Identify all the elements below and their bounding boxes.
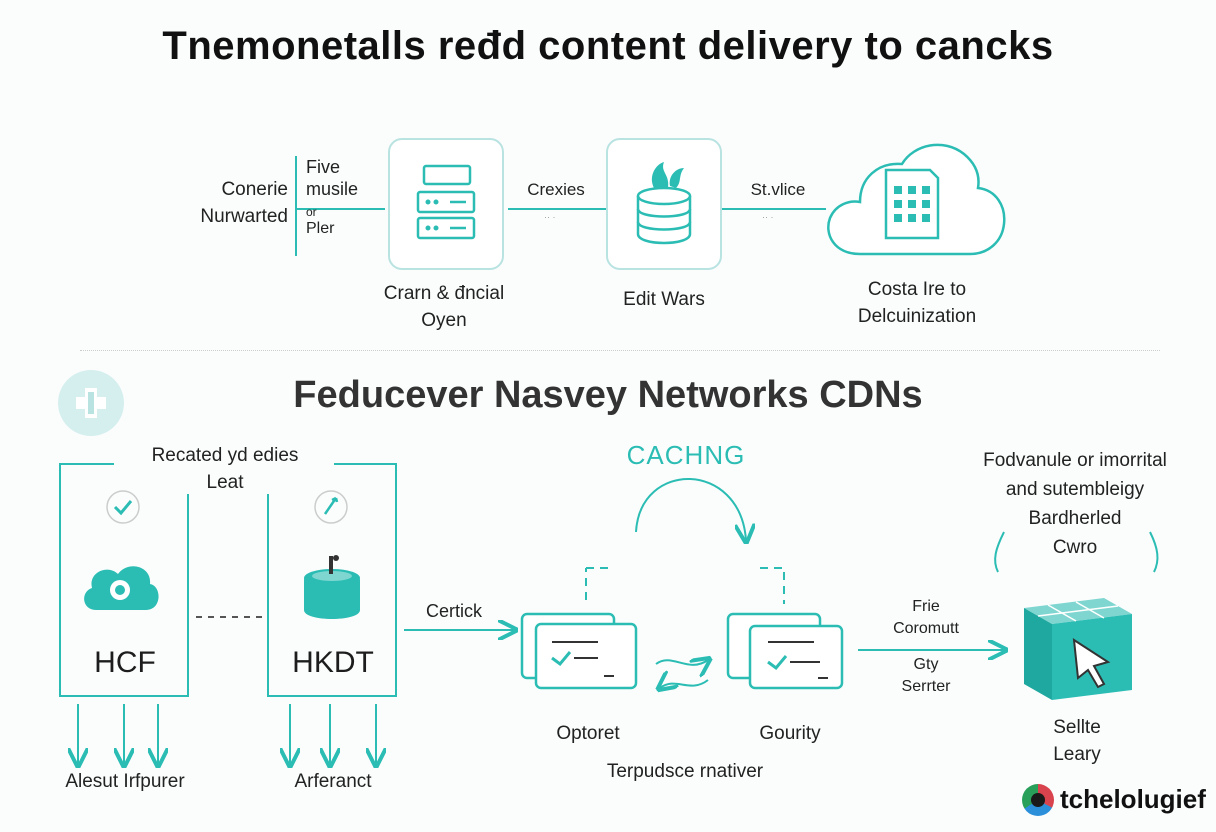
arrow-label-right-top: Frie Coromutt [893, 598, 959, 637]
bracket-label: Five musile or Pler [306, 157, 359, 237]
database-node-icon [298, 552, 368, 622]
svg-text:·· ·: ·· · [544, 212, 556, 222]
section-divider [80, 350, 1160, 351]
card-stack-right-icon [726, 612, 844, 690]
caching-label: CACHNG [626, 440, 746, 470]
server-icon [416, 164, 476, 240]
arrow-label-right-bottom: Gty Serrter [901, 656, 951, 695]
check-circle-icon [104, 488, 142, 526]
right-note: Fodvanule or imorrital and sutembleigy B… [983, 450, 1167, 558]
cloud-node-icon [78, 556, 162, 616]
server-node-box [388, 138, 504, 270]
card-stack-left-icon [520, 612, 638, 690]
node-hkdt-caption: Arferanct [294, 771, 372, 792]
card-left-caption: Optoret [556, 723, 620, 744]
cube-caption: Sellte Leary [1053, 717, 1101, 765]
diagram-title: Tnemonetalls ređd content delivery to ca… [162, 24, 1054, 68]
arrow1-label: Crexies [527, 180, 585, 199]
nodes-note: Recated yd edies Leat [151, 445, 299, 493]
card-right-caption: Gourity [759, 723, 821, 744]
medical-cross-icon [58, 370, 124, 436]
database-icon [636, 162, 692, 245]
cloud-caption: Costa Ire to Delcuinization [857, 279, 977, 327]
server-caption: Crarn & đncial Oyen [383, 283, 505, 331]
section-subtitle: Feducever Nasvey Networks CDNs [293, 374, 923, 416]
database-node-box [606, 138, 722, 270]
database-caption: Edit Wars [623, 289, 705, 310]
arrow-label-certick: Certick [426, 601, 483, 621]
svg-text:·· ·: ·· · [762, 212, 774, 222]
compass-icon [312, 488, 350, 526]
brand-logo-icon [1022, 784, 1054, 816]
cloud-icon [827, 143, 1006, 256]
node-hcf-title: HCF [94, 646, 156, 679]
brand-logo-text: tchelolugief [1060, 784, 1206, 814]
left-label: Conerie Nurwarted [200, 179, 288, 227]
node-hkdt-title: HKDT [292, 646, 374, 679]
cards-under-caption: Terpudsce rnativer [606, 761, 764, 782]
caching-loop [635, 478, 746, 540]
arrow2-label: St.vlice [750, 180, 806, 199]
cube-cursor-icon [1024, 598, 1132, 700]
node-hcf-caption: Alesut Irfpurer [65, 771, 185, 792]
